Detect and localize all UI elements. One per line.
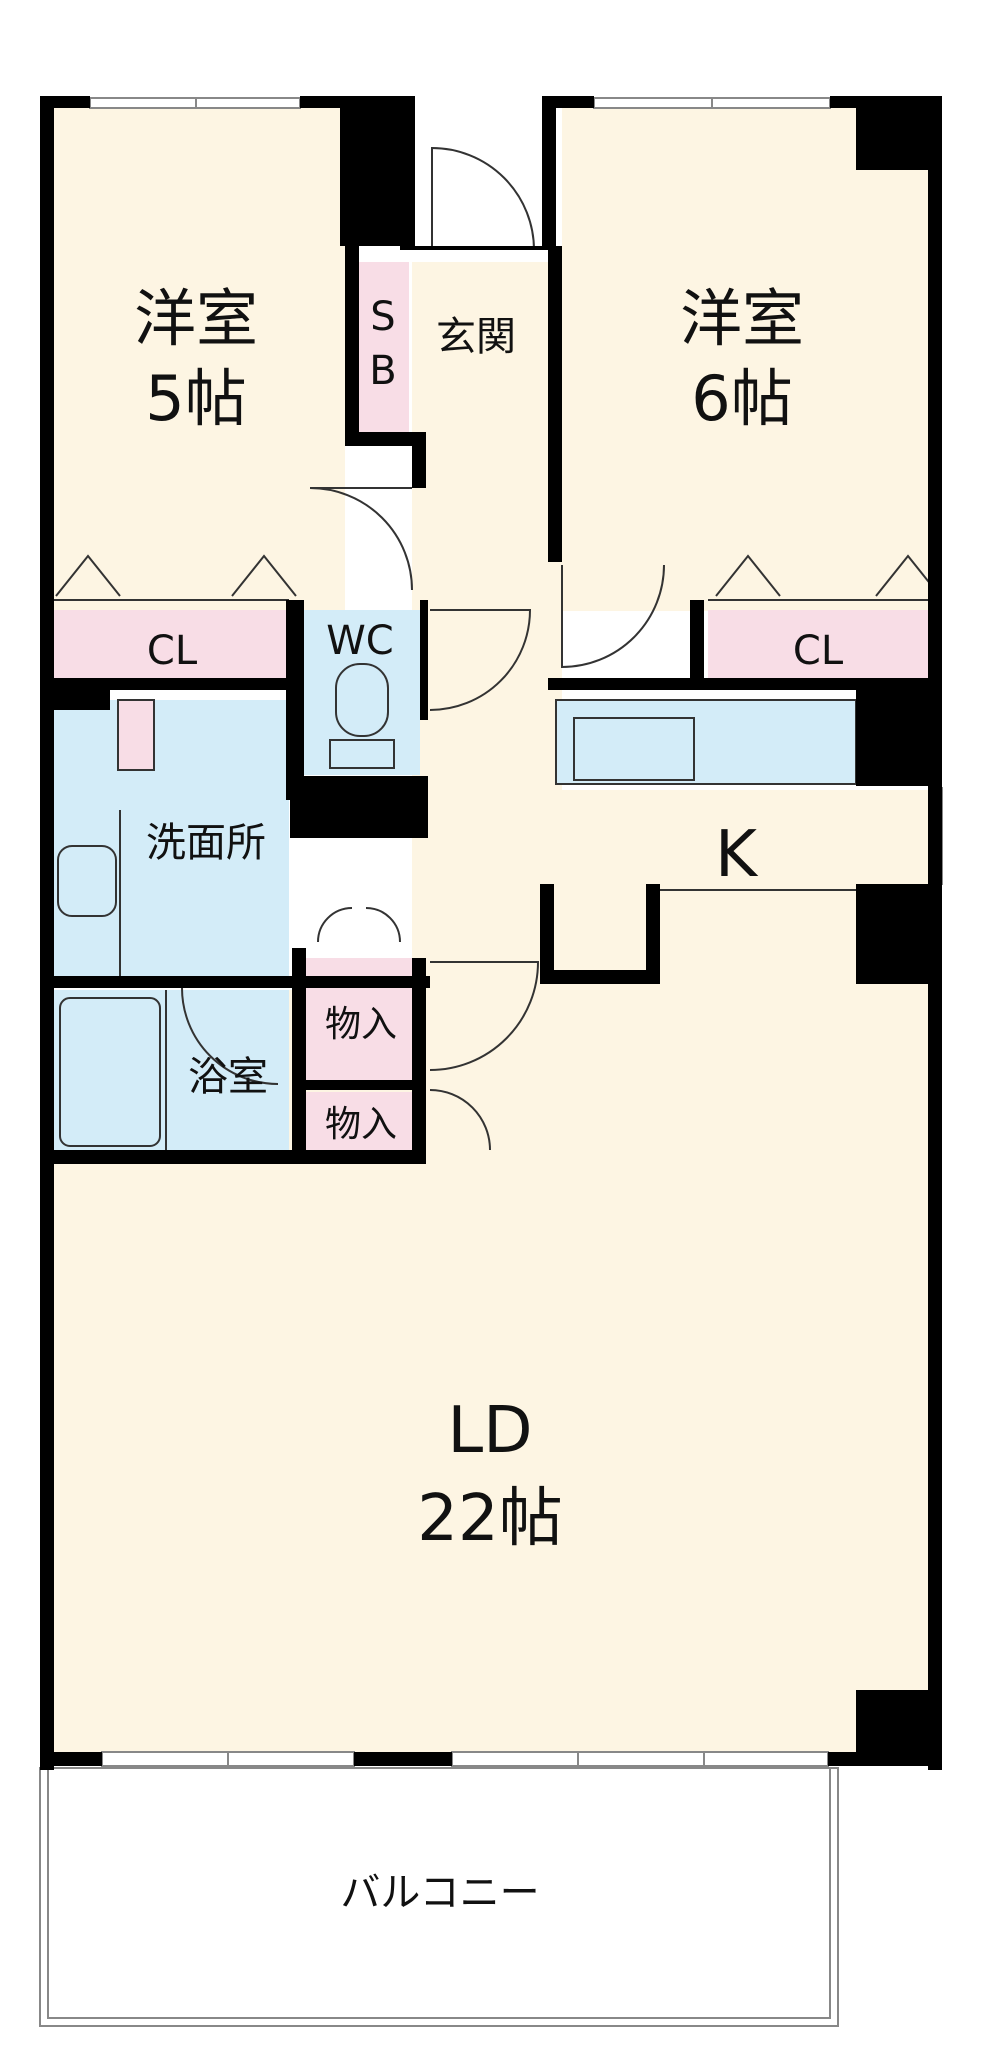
balcony-label: バルコニー bbox=[340, 1870, 539, 1916]
shoe-box-floor bbox=[357, 262, 409, 432]
bathroom-floor bbox=[52, 990, 289, 1152]
western-room-1-floor bbox=[52, 108, 345, 610]
balcony-outline bbox=[39, 1767, 839, 2027]
fixtures bbox=[57, 663, 695, 1150]
western-room-2-name: 洋室 bbox=[680, 282, 804, 355]
washroom-door-a bbox=[317, 907, 353, 943]
western-room-1-size: 5帖 bbox=[145, 362, 246, 435]
sink bbox=[573, 717, 695, 781]
washroom-label: 洗面所 bbox=[146, 820, 266, 866]
closet-1-floor bbox=[52, 610, 289, 685]
washroom-floor bbox=[52, 700, 289, 978]
western-room-2-size: 6帖 bbox=[691, 362, 792, 435]
storage-2-label: 物入 bbox=[325, 1104, 397, 1145]
storage-1-label: 物入 bbox=[325, 1004, 397, 1045]
shoe-box-label-s: S bbox=[370, 294, 395, 340]
closet-2-floor bbox=[708, 610, 930, 685]
shoe-box-label-b: B bbox=[369, 348, 396, 394]
walls bbox=[40, 96, 942, 1770]
wash-basin bbox=[57, 845, 117, 917]
room1-door bbox=[309, 487, 413, 591]
wc-floor bbox=[302, 610, 420, 775]
toilet-tank bbox=[329, 739, 395, 769]
kitchen-label: K bbox=[715, 818, 759, 892]
bath-door bbox=[181, 987, 279, 1085]
bathtub bbox=[59, 997, 161, 1147]
entrance-label: 玄関 bbox=[436, 314, 516, 360]
western-room-1-name: 洋室 bbox=[134, 282, 258, 355]
bathroom-label: 浴室 bbox=[188, 1054, 268, 1100]
storage-2-floor bbox=[306, 1092, 416, 1152]
wc-label: WC bbox=[326, 618, 393, 664]
washroom-door-b bbox=[365, 907, 401, 943]
room2-door bbox=[561, 564, 665, 669]
ld-size: 22帖 bbox=[417, 1482, 562, 1556]
toilet-bowl bbox=[335, 663, 389, 737]
entrance-floor bbox=[412, 262, 542, 420]
kitchen-counter bbox=[555, 699, 857, 785]
entry-door bbox=[431, 146, 535, 251]
ld-name: LD bbox=[448, 1394, 533, 1468]
hall-ld-door bbox=[429, 961, 540, 1071]
door-swings bbox=[181, 146, 665, 1151]
washing-machine-pan bbox=[117, 699, 155, 771]
storage2-door bbox=[429, 1089, 491, 1151]
ld-floor-upper bbox=[425, 960, 932, 1000]
wc-door bbox=[429, 609, 532, 711]
western-room-2-floor bbox=[562, 108, 932, 611]
closet-1-label: CL bbox=[147, 628, 198, 674]
closet-2-label: CL bbox=[793, 628, 844, 674]
labels: 洋室 5帖 洋室 6帖 玄関 S B CL CL WC 洗面所 浴室 物入 物入… bbox=[134, 282, 844, 1916]
